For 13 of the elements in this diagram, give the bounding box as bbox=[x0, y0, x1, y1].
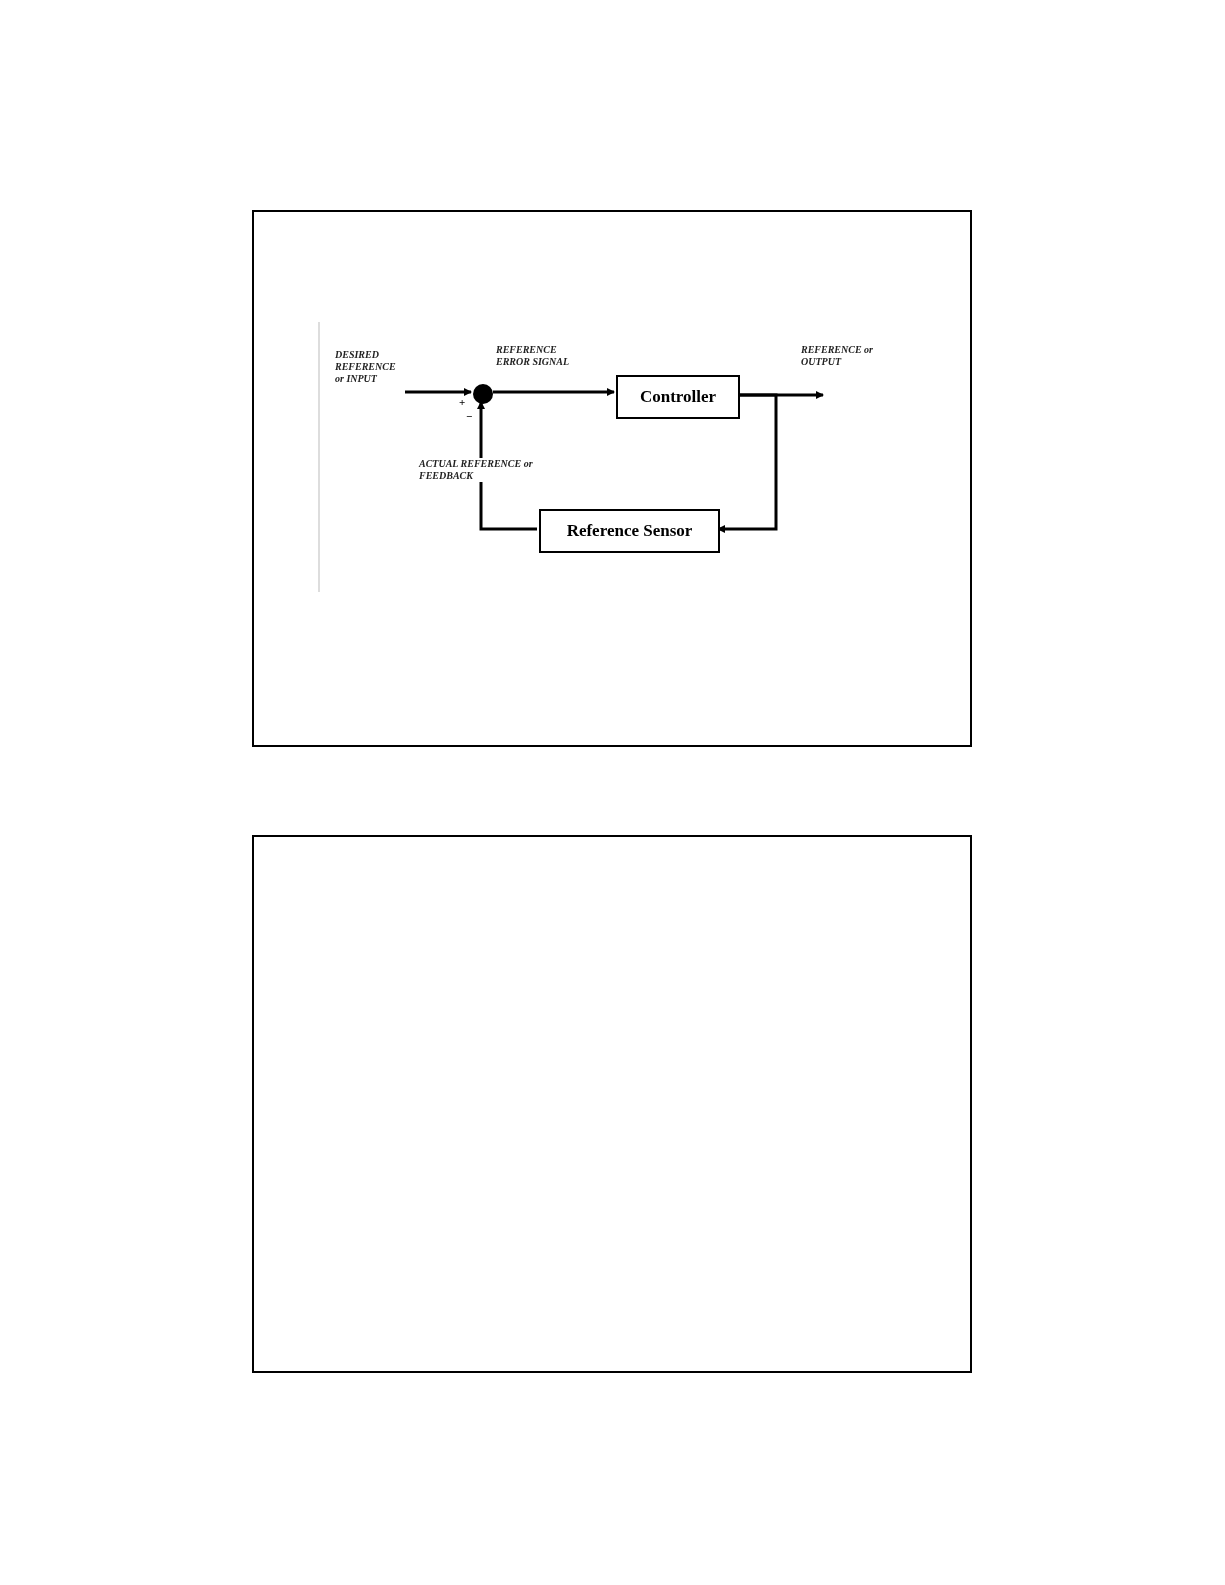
sign-label: − bbox=[466, 410, 474, 422]
block-box: Controller bbox=[616, 375, 740, 419]
arrow bbox=[493, 388, 615, 396]
slide-frame bbox=[252, 835, 972, 1373]
sign-label: + bbox=[459, 396, 467, 408]
block-box: Reference Sensor bbox=[539, 509, 720, 553]
arrow bbox=[717, 393, 778, 533]
input-label: DESIRED REFERENCE or INPUT bbox=[335, 349, 405, 393]
arrow bbox=[405, 388, 472, 396]
arrow bbox=[477, 401, 537, 531]
slide-frame bbox=[252, 210, 972, 747]
output-label: REFERENCE or OUTPUT bbox=[801, 344, 874, 368]
summing-junction bbox=[473, 384, 493, 404]
